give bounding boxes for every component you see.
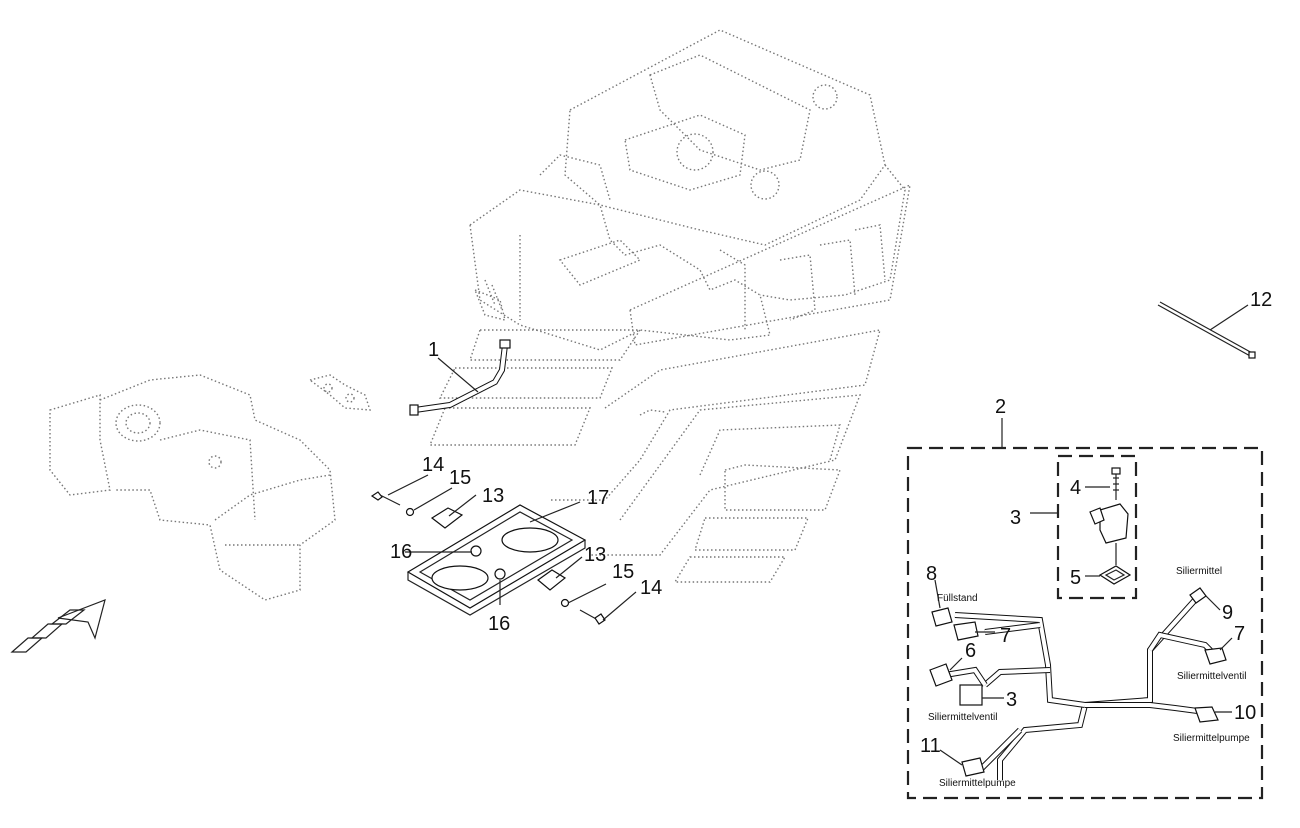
callout-1: 1	[428, 339, 439, 361]
callout-12: 12	[1250, 289, 1272, 311]
callout-7: 7	[1234, 623, 1245, 645]
label-siliermittelventil-left: Siliermittelventil	[928, 712, 997, 723]
valve-subgroup-frame	[1056, 454, 1138, 600]
harness-connectors	[929, 587, 1227, 777]
callout-17: 17	[587, 487, 609, 509]
callout-9: 9	[1222, 602, 1233, 624]
callout-5: 5	[1070, 567, 1081, 589]
callout-14: 14	[640, 577, 662, 599]
label-siliermittelpumpe-right: Siliermittelpumpe	[1173, 733, 1250, 744]
callout-4: 4	[1070, 477, 1081, 499]
callout-10: 10	[1234, 702, 1256, 724]
leader-lines-left	[387, 474, 637, 621]
solenoid-valve-part-3	[1085, 467, 1132, 585]
plate-outlines	[428, 183, 911, 583]
callout-13: 13	[482, 485, 504, 507]
tray-part-17	[406, 504, 587, 616]
pipe-part-1	[409, 339, 511, 416]
leader-lines-harness	[934, 579, 1233, 766]
large-tank-outline	[469, 29, 906, 351]
direction-arrow	[10, 599, 106, 653]
label-siliermittel: Siliermittel	[1176, 566, 1222, 577]
small-tank-outline	[49, 374, 371, 601]
callout-3: 3	[1006, 689, 1017, 711]
harness-labels: Füllstand Siliermittel Siliermittelventi…	[928, 566, 1250, 789]
callout-8: 8	[926, 563, 937, 585]
wiring-harness-cables	[944, 597, 1218, 780]
callout-16: 16	[488, 613, 510, 635]
callout-numbers: 1 2 3 3 4 5 6 7 7 8 9 10 11 12 13 13 14 …	[390, 289, 1272, 757]
harness-group-frame	[906, 446, 1264, 800]
callout-7: 7	[1000, 625, 1011, 647]
callout-16: 16	[390, 541, 412, 563]
callout-2: 2	[995, 396, 1006, 418]
callout-11: 11	[920, 735, 941, 757]
callout-15: 15	[449, 467, 471, 489]
flange-hardware	[370, 491, 606, 625]
label-siliermittelventil-right: Siliermittelventil	[1177, 671, 1246, 682]
callout-14: 14	[422, 454, 444, 476]
label-fuellstand: Füllstand	[937, 593, 978, 604]
callout-13: 13	[584, 544, 606, 566]
callout-6: 6	[965, 640, 976, 662]
cable-tie-part-12	[1157, 301, 1256, 359]
callout-15: 15	[612, 561, 634, 583]
label-siliermittelpumpe-left: Siliermittelpumpe	[939, 778, 1016, 789]
callout-3: 3	[1010, 507, 1021, 529]
